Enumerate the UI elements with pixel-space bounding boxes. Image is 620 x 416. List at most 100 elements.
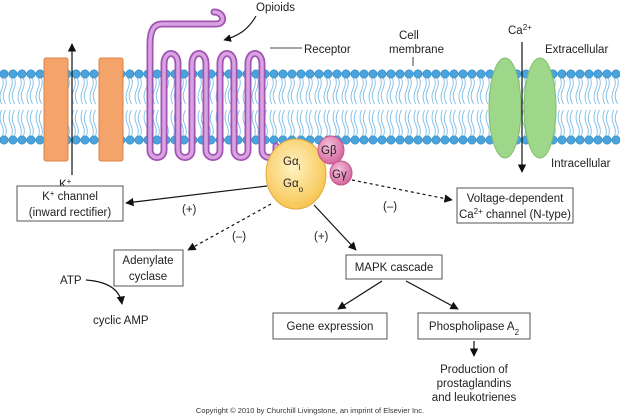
lipid-tail: [71, 77, 79, 105]
k-channel-box-line1: K+ channel: [42, 189, 98, 204]
lipid-tail: [440, 77, 448, 105]
lipid-head: [611, 69, 620, 79]
lipid-head: [566, 135, 576, 145]
production-line1: Production of: [440, 364, 509, 376]
lipid-tail: [458, 77, 466, 105]
lipid-head: [278, 69, 288, 79]
lipid-tail: [71, 109, 79, 137]
arrow-to-gene-expression: [337, 280, 383, 310]
lipid-tail: [251, 109, 259, 137]
lipid-head: [395, 69, 405, 79]
lipid-tail: [611, 109, 619, 137]
lipid-tail: [89, 109, 97, 137]
lipid-tail: [413, 109, 421, 137]
lipid-head: [449, 135, 459, 145]
lipid-tail: [80, 109, 88, 137]
lipid-head: [377, 135, 387, 145]
lipid-tail: [35, 77, 43, 105]
lipid-tail: [368, 109, 376, 137]
cyclic-amp-label: cyclic AMP: [93, 315, 149, 327]
lipid-tail: [350, 77, 358, 105]
lipid-head: [422, 69, 432, 79]
adenylate-sign: (–): [232, 231, 246, 243]
lipid-head: [440, 135, 450, 145]
lipid-tail: [17, 109, 25, 137]
production-line2: prostaglandins: [437, 378, 512, 390]
lipid-head: [593, 69, 603, 79]
lipid-tail: [89, 77, 97, 105]
lipid-head: [431, 135, 441, 145]
lipid-tail: [404, 109, 412, 137]
lipid-head: [395, 135, 405, 145]
lipid-tail: [566, 109, 574, 137]
k-channel: K+: [43, 43, 124, 191]
lipid-head: [467, 135, 477, 145]
lipid-head: [368, 69, 378, 79]
lipid-head: [440, 69, 450, 79]
lipid-tail: [413, 77, 421, 105]
lipid-tail: [395, 77, 403, 105]
lipid-tail: [404, 77, 412, 105]
lipid-head: [296, 69, 306, 79]
lipid-tail: [134, 77, 142, 105]
receptor-highlight: [148, 10, 278, 160]
adenylate-box-line1: Adenylate: [122, 255, 173, 267]
lipid-tail: [0, 77, 7, 105]
lipid-tail: [323, 77, 331, 105]
lipid-tail: [287, 109, 295, 137]
lipid-tail: [125, 77, 133, 105]
atp-to-camp-arrow: [85, 279, 125, 305]
lipid-tail: [134, 109, 142, 137]
production-line3: and leukotrienes: [432, 392, 517, 404]
lipid-head: [386, 69, 396, 79]
lipid-head: [566, 69, 576, 79]
lipid-tail: [449, 77, 457, 105]
lipid-tail: [305, 77, 313, 105]
lipid-head: [323, 69, 333, 79]
copyright-notice: Copyright © 2010 by Churchill Livingston…: [196, 406, 424, 415]
lipid-head: [134, 69, 144, 79]
receptor-label: Receptor: [304, 44, 351, 56]
lipid-tail: [26, 109, 34, 137]
lipid-head: [332, 69, 342, 79]
lipid-tail: [251, 77, 259, 105]
lipid-tail: [440, 109, 448, 137]
lipid-head: [458, 69, 468, 79]
lipid-tail: [278, 77, 286, 105]
lipid-head: [359, 135, 369, 145]
lipid-head: [557, 135, 567, 145]
intracellular-label: Intracellular: [551, 158, 611, 170]
lipid-head: [350, 135, 360, 145]
lipid-head: [467, 69, 477, 79]
g-alpha-subunit: [265, 138, 327, 210]
lipid-head: [404, 135, 414, 145]
g-gamma-subunit: [329, 160, 353, 186]
lipid-tail: [224, 77, 232, 105]
lipid-head: [35, 135, 45, 145]
g-alpha-o-label: Gαo: [283, 178, 304, 194]
lipid-head: [350, 69, 360, 79]
lipid-tail: [575, 77, 583, 105]
lipid-head: [341, 69, 351, 79]
lipid-tail: [377, 109, 385, 137]
lipid-tail: [593, 109, 601, 137]
lipid-tail: [431, 109, 439, 137]
lipid-tail: [377, 77, 385, 105]
lipid-head: [575, 69, 585, 79]
arrow-to-phospholipase: [405, 280, 459, 310]
lipid-tail: [8, 77, 16, 105]
lipid-head: [431, 69, 441, 79]
lipid-head: [35, 69, 45, 79]
lipid-tail: [125, 109, 133, 137]
k-channel-box-line2: (inward rectifier): [29, 207, 112, 219]
lipid-tail: [467, 77, 475, 105]
lipid-tail: [332, 77, 340, 105]
ca-ion-label: Ca2+: [508, 23, 532, 38]
lipid-tail: [395, 109, 403, 137]
lipid-tail: [557, 77, 565, 105]
lipid-head: [422, 135, 432, 145]
arrow-to-mapk: [313, 204, 357, 251]
lipid-tail: [431, 77, 439, 105]
adenylate-box-line2: cyclase: [129, 271, 167, 283]
k-channel-box: K+ channel (inward rectifier): [16, 185, 124, 222]
